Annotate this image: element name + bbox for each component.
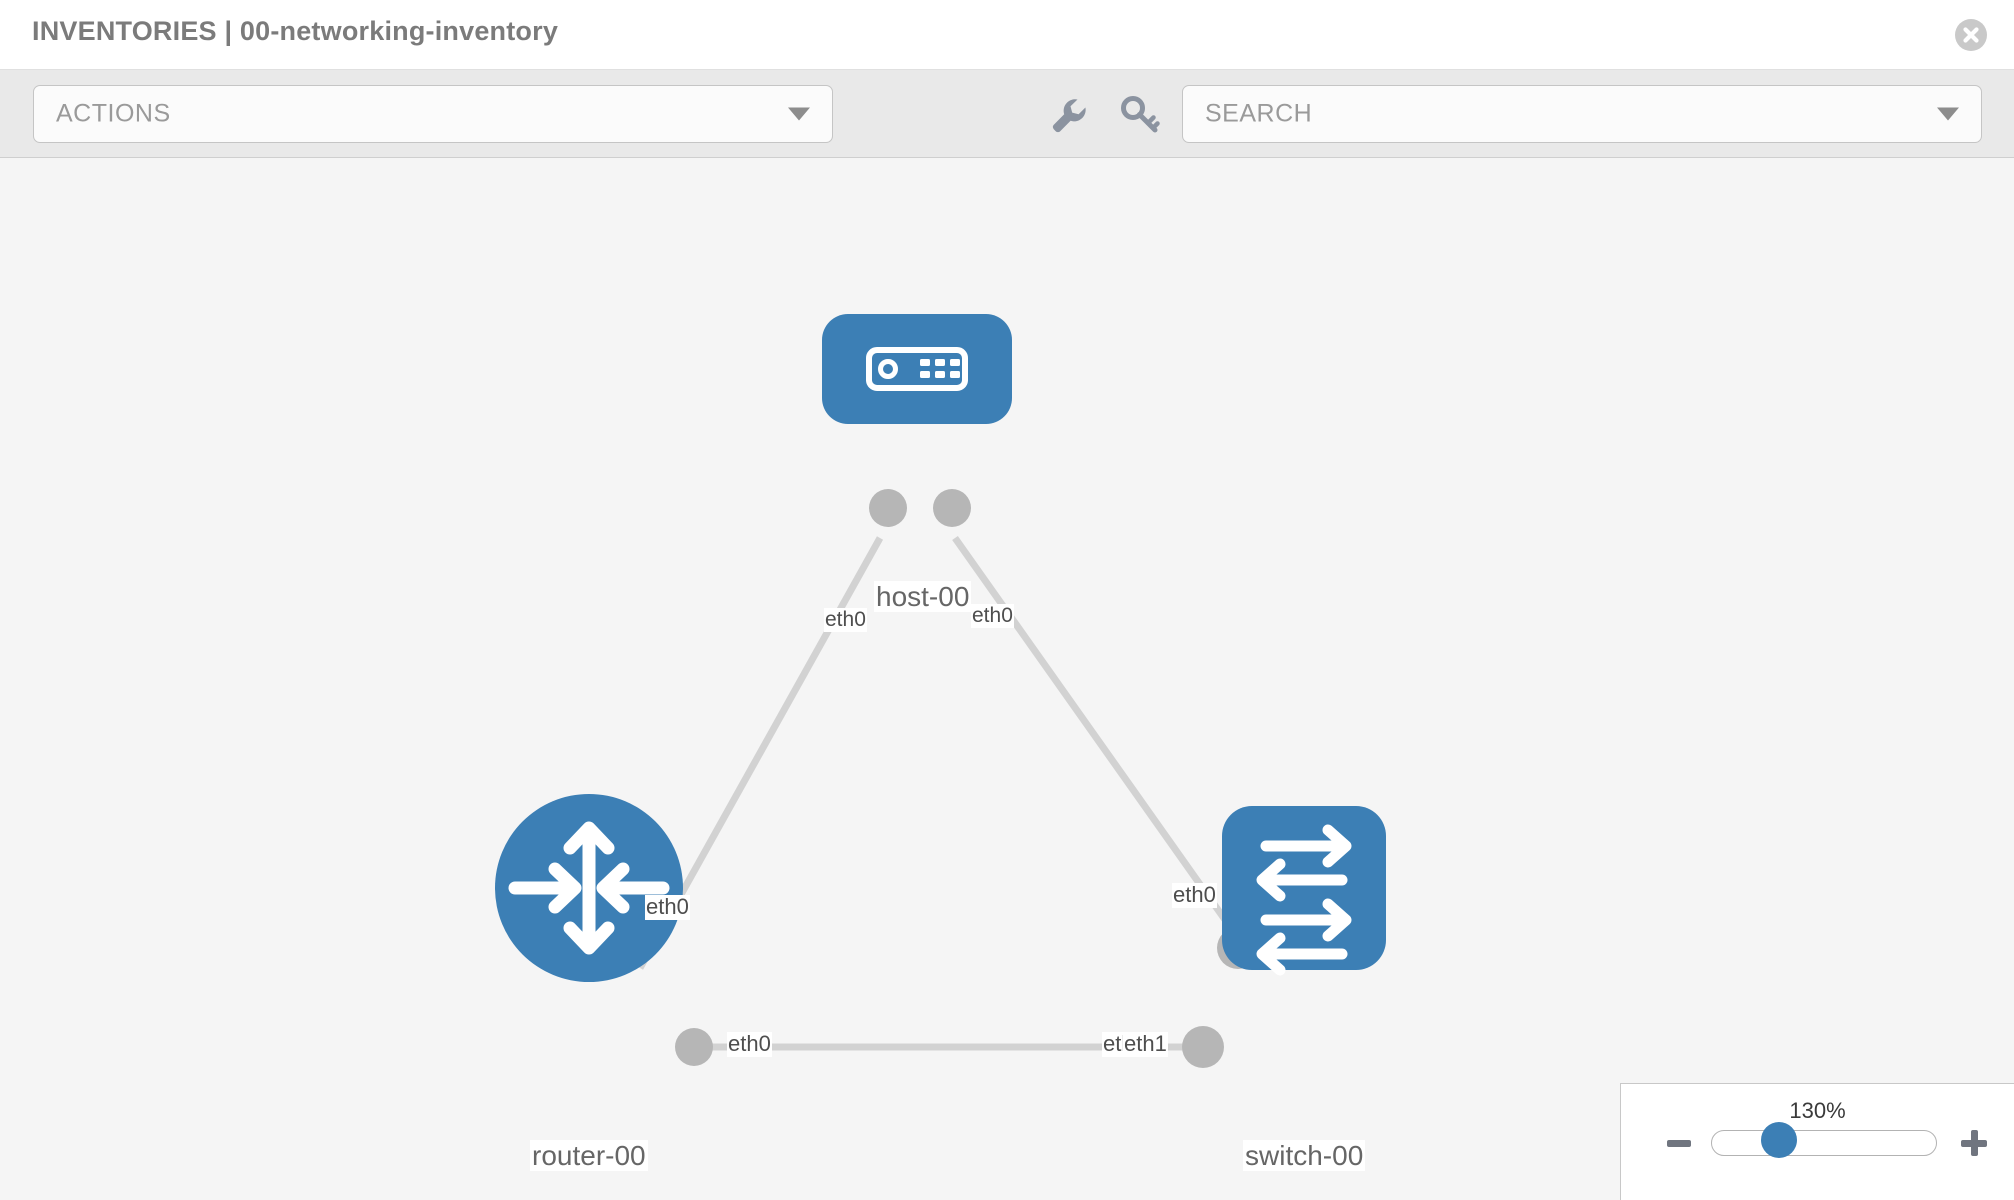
iface-label-host-right-eth0: eth0	[971, 604, 1014, 628]
node-switch-00	[1222, 806, 1386, 976]
search-placeholder: SEARCH	[1205, 99, 1313, 128]
minus-icon[interactable]	[1667, 1140, 1691, 1147]
node-host-00	[822, 314, 1012, 424]
actions-dropdown[interactable]: ACTIONS	[33, 85, 833, 143]
key-icon[interactable]	[1119, 94, 1161, 136]
zoom-control-panel: 130%	[1620, 1083, 2014, 1200]
iface-label-router-up-eth0: eth0	[645, 894, 690, 920]
topology-canvas[interactable]: host-00 router-00 switch-00 eth0 eth0 et…	[0, 158, 2014, 1200]
topology-graph	[495, 314, 1386, 1068]
port-router-right	[675, 1028, 713, 1066]
node-router-00	[495, 794, 683, 982]
close-icon[interactable]	[1954, 18, 1988, 52]
node-label-router-00: router-00	[530, 1140, 648, 1172]
iface-label-host-left-eth0: eth0	[824, 608, 867, 632]
chevron-down-icon	[1937, 107, 1959, 121]
zoom-slider-thumb[interactable]	[1761, 1122, 1797, 1158]
node-label-host-00: host-00	[874, 581, 972, 613]
actions-dropdown-label: ACTIONS	[56, 99, 171, 128]
iface-label-switch-left-eth1: eth1	[1123, 1031, 1168, 1057]
zoom-slider[interactable]	[1711, 1130, 1937, 1156]
switch-arrows-icon	[1256, 824, 1352, 976]
page-header: INVENTORIES | 00-networking-inventory	[0, 0, 2014, 70]
iface-label-switch-up-eth0: eth0	[1172, 882, 1217, 908]
router-arrows-icon	[508, 821, 670, 955]
port-host-right	[933, 489, 971, 527]
server-icon	[866, 347, 968, 391]
iface-label-router-right-eth0: eth0	[727, 1031, 772, 1057]
search-input[interactable]: SEARCH	[1182, 85, 1982, 143]
port-switch-left	[1182, 1026, 1224, 1068]
plus-icon[interactable]	[1961, 1130, 1987, 1156]
page-title: INVENTORIES | 00-networking-inventory	[32, 16, 559, 46]
chevron-down-icon	[788, 107, 810, 121]
port-host-left	[869, 489, 907, 527]
wrench-icon[interactable]	[1047, 94, 1089, 136]
zoom-percent-label: 130%	[1789, 1098, 1846, 1123]
node-label-switch-00: switch-00	[1243, 1140, 1366, 1172]
